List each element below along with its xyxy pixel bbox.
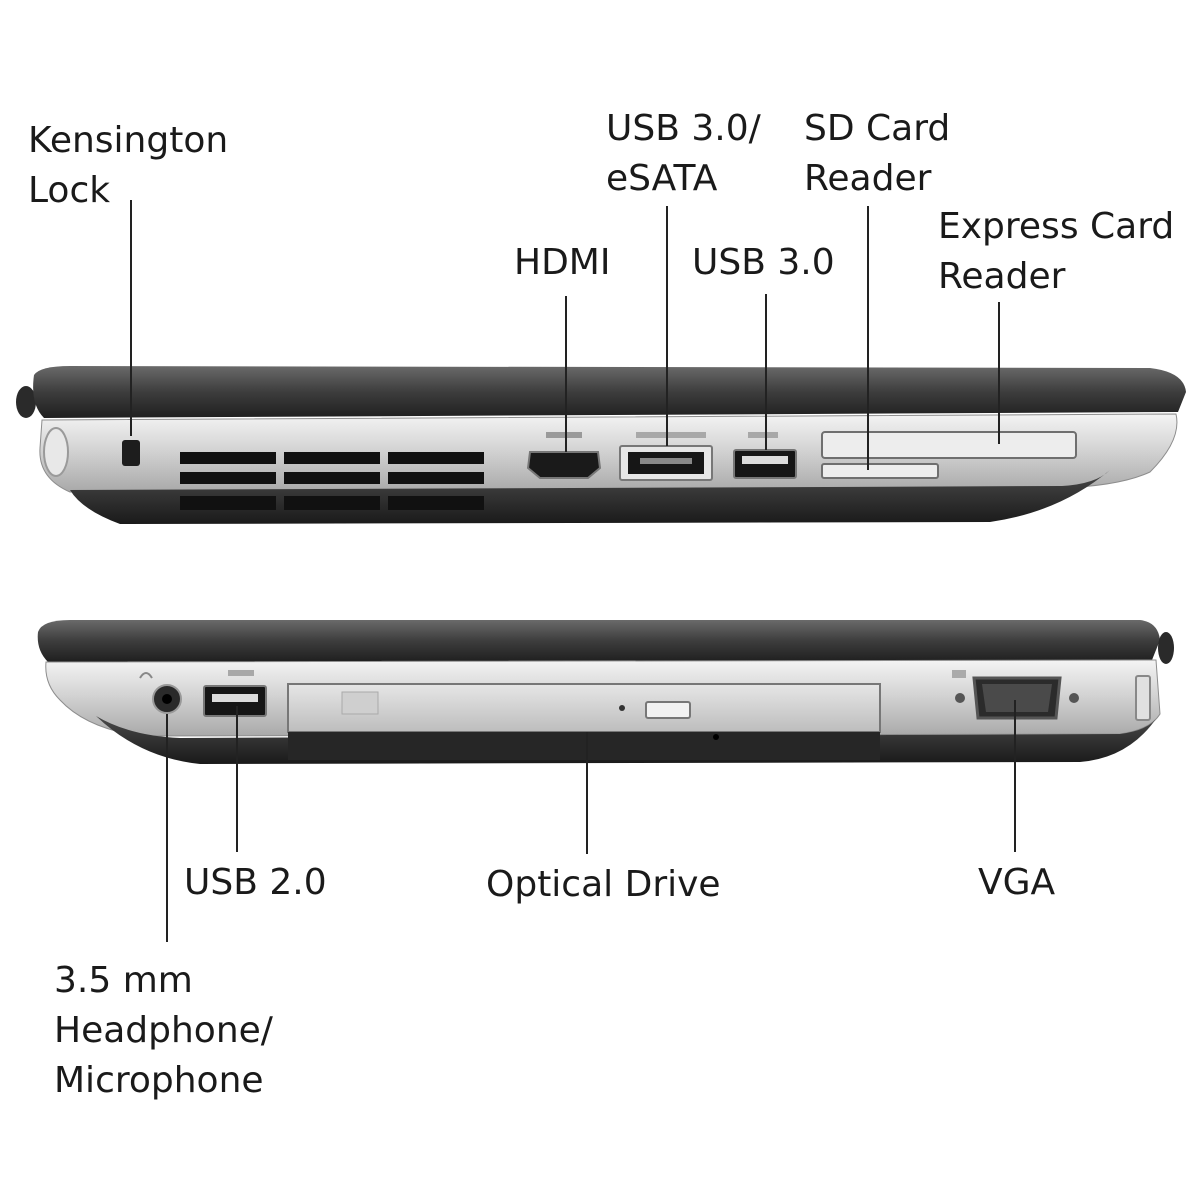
label-line: USB 2.0 [184, 862, 327, 903]
disc-logo-icon [341, 691, 379, 715]
label-line: Optical Drive [486, 864, 721, 905]
label-usb3-esata: USB 3.0/ eSATA [606, 104, 761, 204]
drive-led-icon [619, 705, 625, 711]
vent-grille-icon [180, 452, 484, 510]
hdmi-port-icon [526, 451, 602, 479]
vga-screw-icon [1069, 693, 1079, 703]
esata-port-tongue [640, 458, 692, 464]
hinge-icon [16, 386, 36, 418]
usb2-port-tongue [212, 694, 258, 702]
audio-jack-hole [162, 694, 172, 704]
base [70, 470, 1110, 524]
label-audio-jack: 3.5 mm Headphone/ Microphone [54, 956, 273, 1106]
eject-button[interactable] [645, 701, 691, 719]
label-line: eSATA [606, 158, 718, 199]
optical-drive-tray-icon [287, 683, 881, 733]
label-kensington-lock: Kensington Lock [28, 116, 228, 216]
label-vga: VGA [978, 858, 1055, 908]
label-usb2: USB 2.0 [184, 858, 327, 908]
callout-lines [130, 200, 1016, 942]
optical-drive-bezel [288, 732, 880, 760]
label-optical-drive: Optical Drive [486, 860, 721, 910]
lid [37, 620, 1161, 662]
kensington-slot-icon [122, 440, 140, 466]
hdmi-glyph-icon [546, 432, 582, 438]
emergency-eject-hole [713, 734, 719, 740]
label-line: Reader [804, 158, 932, 199]
label-line: USB 3.0/ [606, 108, 761, 149]
usb2-glyph-icon [228, 670, 254, 676]
esata-glyph-icon [636, 432, 706, 438]
label-line: Lock [28, 170, 111, 211]
label-line: VGA [978, 862, 1056, 903]
sd-card-slot-icon [821, 463, 939, 479]
express-card-slot-icon [821, 431, 1077, 459]
label-line: Microphone [54, 1060, 264, 1101]
usb3-port-tongue [742, 456, 788, 464]
label-line: HDMI [514, 242, 611, 283]
lid [33, 366, 1187, 418]
monitor-glyph-icon [952, 670, 966, 678]
label-line: SD Card [804, 108, 951, 149]
label-line: 3.5 mm [54, 960, 193, 1001]
laptop-right-side [37, 620, 1174, 764]
usb-port-partial-icon [1135, 675, 1151, 721]
label-line: USB 3.0 [692, 242, 835, 283]
label-usb3: USB 3.0 [692, 238, 835, 288]
headphone-glyph-icon [139, 672, 153, 679]
usb3-glyph-icon [748, 432, 778, 438]
label-line: Kensington [28, 120, 229, 161]
laptop-left-side [16, 366, 1187, 524]
label-express-card-reader: Express Card Reader [938, 202, 1174, 302]
label-sd-card-reader: SD Card Reader [804, 104, 950, 204]
label-line: Headphone/ [54, 1010, 273, 1051]
label-hdmi: HDMI [514, 238, 610, 288]
hinge-icon [1158, 632, 1174, 664]
vga-port-pins [982, 684, 1052, 712]
vga-screw-icon [955, 693, 965, 703]
label-line: Express Card [938, 206, 1175, 247]
label-line: Reader [938, 256, 1066, 297]
power-edge-icon [43, 427, 69, 477]
